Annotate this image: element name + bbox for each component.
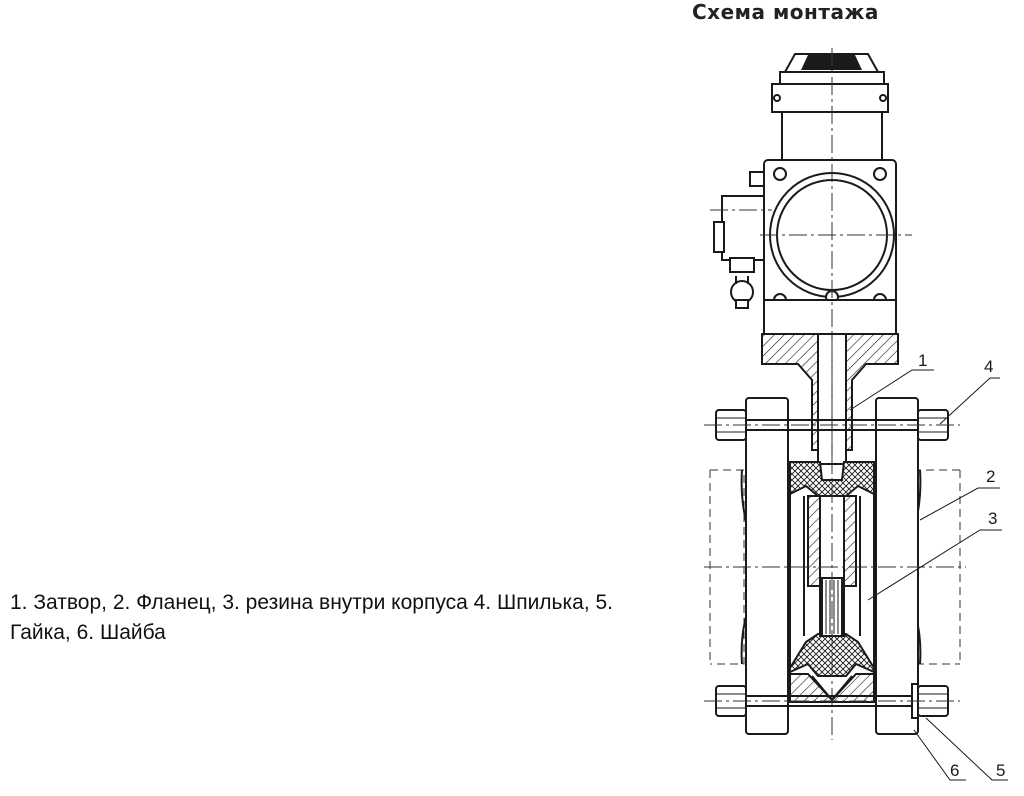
actuator: [710, 48, 912, 340]
bottom-stud-assembly: [704, 683, 960, 719]
callout-leaders: [849, 369, 1008, 781]
right-flange: [875, 397, 919, 735]
pipe-and-flanges: [709, 397, 961, 735]
callout-1: 1: [918, 351, 927, 370]
limit-switch-box: [713, 171, 765, 309]
parts-legend: 1. Затвор, 2. Фланец, 3. резина внутри к…: [10, 591, 614, 644]
callout-2: 2: [986, 467, 995, 486]
diagram-title: Схема монтажа: [692, 0, 879, 24]
callout-6: 6: [950, 761, 959, 780]
callout-5: 5: [996, 761, 1005, 780]
position-indicator-cap: [771, 53, 889, 113]
callout-3: 3: [988, 509, 997, 528]
left-flange: [745, 397, 789, 735]
top-stud-assembly: [704, 409, 960, 441]
valve-internals: [704, 340, 966, 740]
callout-4: 4: [984, 357, 993, 376]
